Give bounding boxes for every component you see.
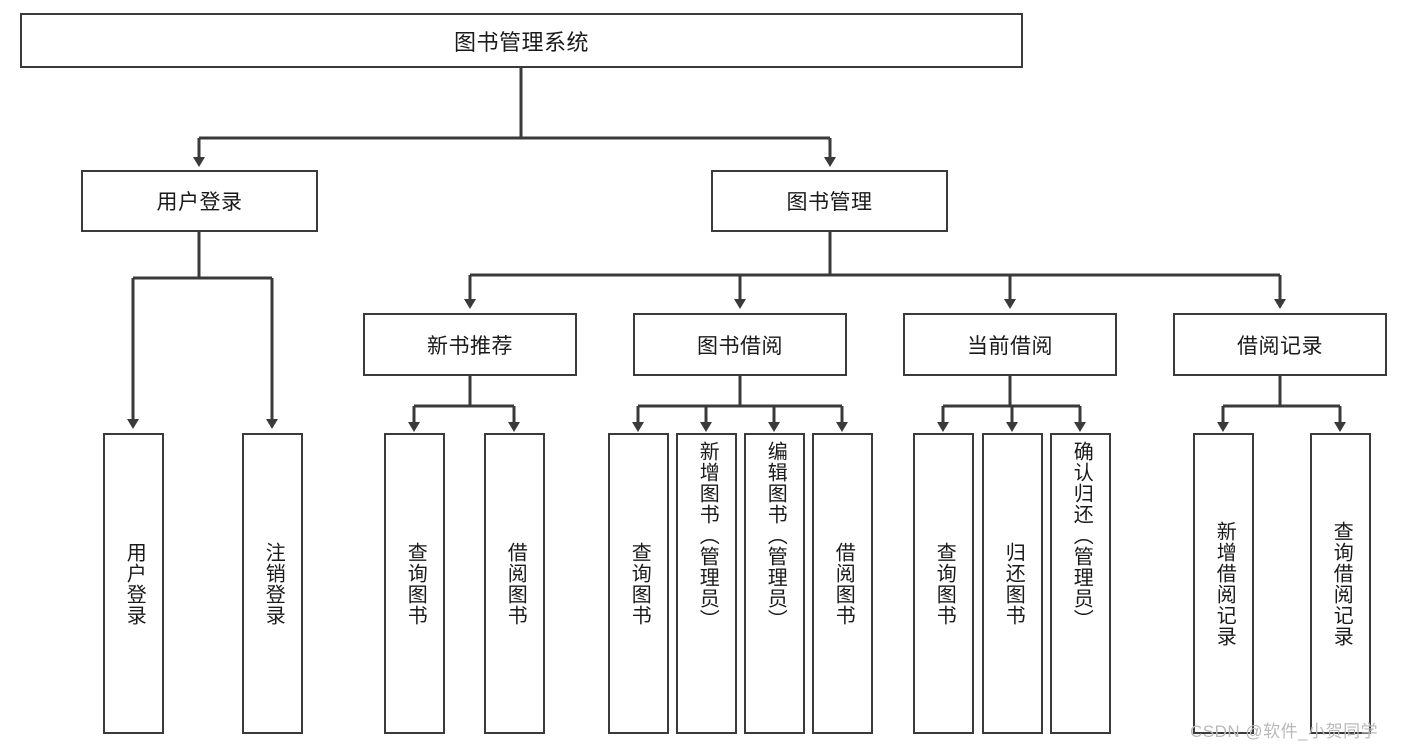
node-label: 查询图书: [404, 541, 427, 626]
node-label: 当前借阅: [967, 334, 1053, 358]
node-leaf-borrow-book[interactable]: 借阅图书: [812, 433, 873, 734]
node-label: 归还图书: [1002, 541, 1025, 626]
node-leaf-user-login[interactable]: 用户登录: [103, 433, 164, 734]
node-label: 新增借阅记录: [1213, 520, 1236, 647]
node-leaf-query-borrow-record[interactable]: 查询借阅记录: [1310, 433, 1371, 734]
node-label: 新增图书（管理员）: [696, 441, 719, 630]
node-leaf-add-borrow-record[interactable]: 新增借阅记录: [1193, 433, 1254, 734]
csdn-watermark: CSDN @软件_小贺同学: [1190, 722, 1379, 741]
node-label: 用户登录: [123, 541, 146, 626]
node-label: 查询图书: [933, 541, 956, 626]
node-borrow-record[interactable]: 借阅记录: [1173, 313, 1387, 376]
node-label: 注销登录: [262, 541, 285, 626]
node-label: 确认归还（管理员）: [1070, 441, 1093, 630]
node-label: 用户登录: [156, 191, 243, 214]
node-root-book-management-system[interactable]: 图书管理系统: [20, 13, 1023, 68]
node-label: 借阅图书: [504, 541, 527, 626]
node-label: 借阅记录: [1237, 334, 1323, 358]
node-leaf-add-book-admin[interactable]: 新增图书（管理员）: [676, 433, 737, 734]
node-user-login[interactable]: 用户登录: [81, 170, 318, 232]
node-leaf-confirm-return-admin[interactable]: 确认归还（管理员）: [1050, 433, 1111, 734]
node-book-management[interactable]: 图书管理: [711, 170, 948, 232]
node-current-borrow[interactable]: 当前借阅: [903, 313, 1117, 376]
node-leaf-query-book-current[interactable]: 查询图书: [913, 433, 974, 734]
node-leaf-edit-book-admin[interactable]: 编辑图书（管理员）: [744, 433, 805, 734]
node-new-book-recommend[interactable]: 新书推荐: [363, 313, 577, 376]
node-leaf-logout-login[interactable]: 注销登录: [242, 433, 303, 734]
node-leaf-query-book-recommend[interactable]: 查询图书: [384, 433, 445, 734]
node-label: 图书借阅: [697, 334, 783, 358]
node-label: 图书管理系统: [453, 29, 589, 55]
node-leaf-query-book-borrow[interactable]: 查询图书: [608, 433, 669, 734]
node-label: 编辑图书（管理员）: [764, 441, 787, 630]
node-leaf-borrow-book-recommend[interactable]: 借阅图书: [484, 433, 545, 734]
node-label: 查询借阅记录: [1330, 520, 1353, 647]
node-label: 图书管理: [786, 191, 873, 214]
node-label: 新书推荐: [427, 334, 513, 358]
node-book-borrow[interactable]: 图书借阅: [633, 313, 847, 376]
node-label: 借阅图书: [832, 541, 855, 626]
node-leaf-return-book[interactable]: 归还图书: [982, 433, 1043, 734]
node-label: 查询图书: [628, 541, 651, 626]
